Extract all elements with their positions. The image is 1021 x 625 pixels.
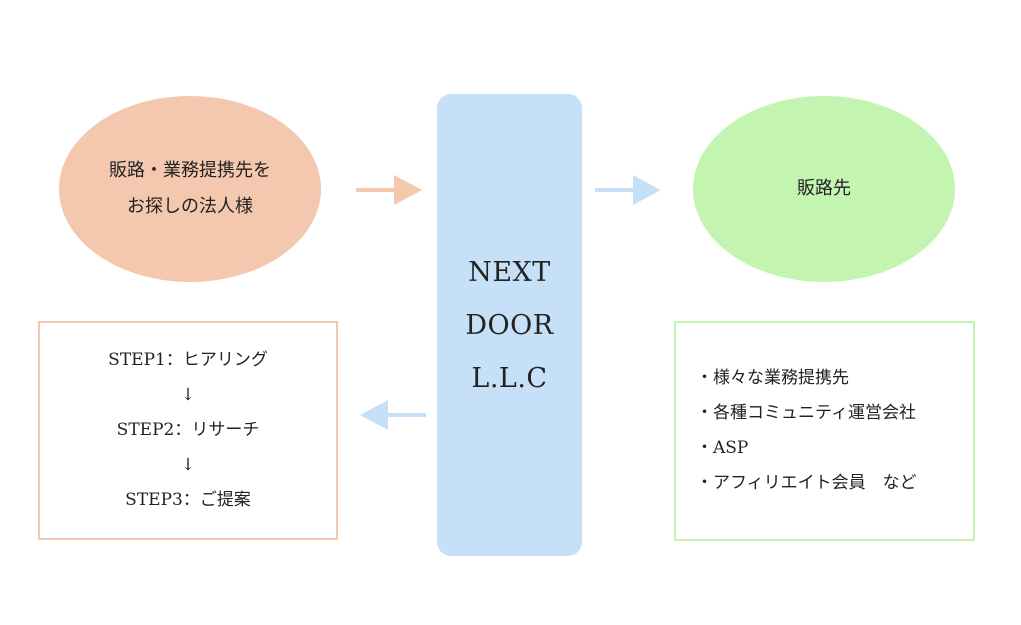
client-label-line-1: 販路・業務提携先を [109,160,271,181]
arrow-left-company-to-steps [360,400,426,430]
step-3: STEP3：ご提案 [125,490,251,510]
channel-item: ・ASP [696,438,749,458]
channel-item: ・各種コミュニティ運営会社 [696,403,916,423]
steps-box: STEP1：ヒアリング ↓ STEP2：リサーチ ↓ STEP3：ご提案 [38,321,338,540]
channels-title: 販路先 [797,178,851,199]
company-name-line-1: NEXT [468,256,551,288]
arrow-right-client-to-company [356,175,422,205]
channels-ellipse: 販路先 [693,96,955,282]
channels-list-box: ・様々な業務提携先 ・各種コミュニティ運営会社 ・ASP ・アフィリエイト会員 … [674,321,975,541]
step-arrow-2: ↓ [180,455,196,475]
channel-item: ・アフィリエイト会員 など [696,473,917,493]
arrow-right-company-to-channels [595,175,661,205]
client-ellipse: 販路・業務提携先を お探しの法人様 [59,96,321,282]
step-1: STEP1：ヒアリング [108,350,268,370]
step-2: STEP2：リサーチ [116,420,260,440]
channel-item: ・様々な業務提携先 [696,368,849,388]
company-name-line-3: L.L.C [471,362,548,394]
company-name-line-2: DOOR [465,309,554,341]
step-arrow-1: ↓ [180,385,196,405]
company-box: NEXT DOOR L.L.C [437,94,582,556]
client-label-line-2: お探しの法人様 [127,196,253,217]
